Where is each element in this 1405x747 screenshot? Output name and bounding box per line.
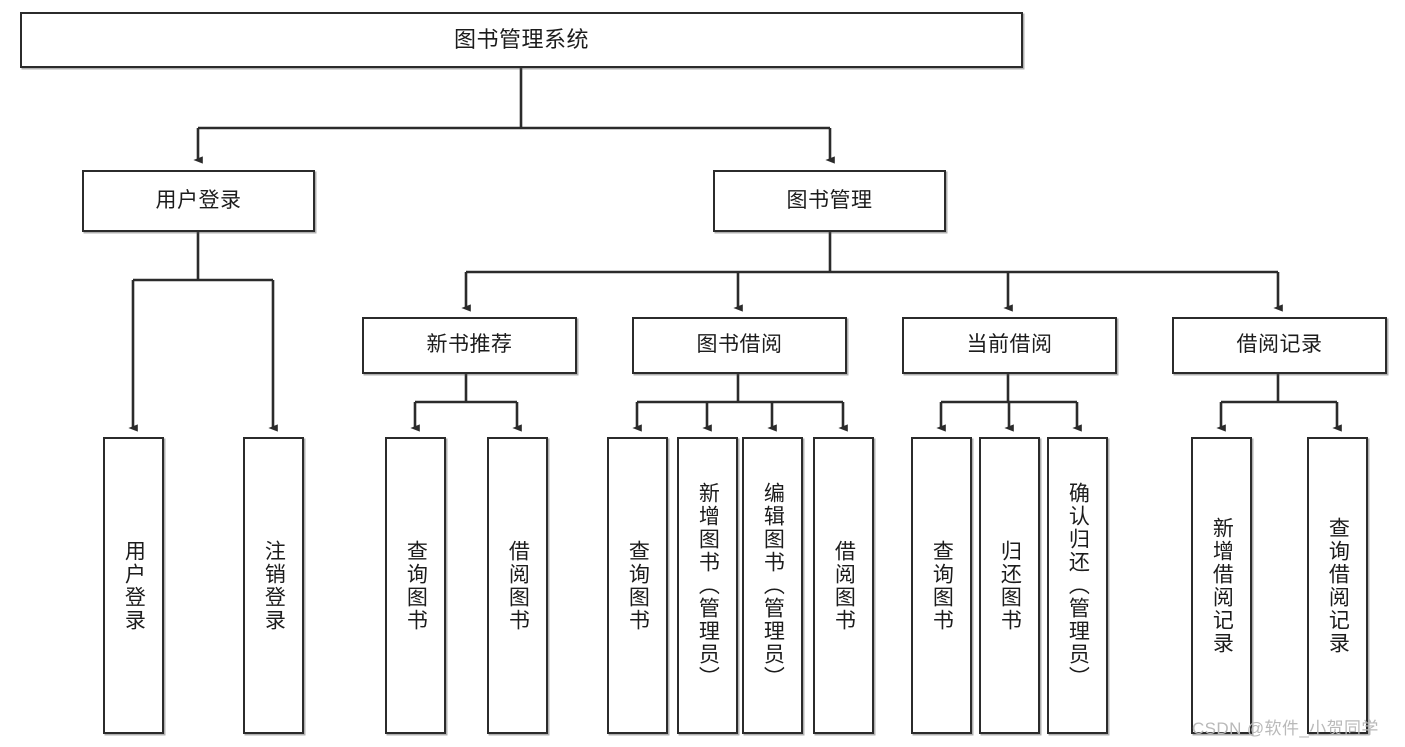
node-label: 查询图书 [404, 539, 428, 632]
node-leaf-borrow-book-2[interactable]: 借阅图书 [813, 437, 874, 734]
node-book-borrow[interactable]: 图书借阅 [632, 317, 847, 374]
node-leaf-query-book-2[interactable]: 查询图书 [607, 437, 668, 734]
node-label: 图书借阅 [696, 333, 783, 357]
node-borrow-record[interactable]: 借阅记录 [1172, 317, 1387, 374]
node-book-management-system[interactable]: 图书管理系统 [20, 12, 1023, 68]
node-user-login[interactable]: 用户登录 [82, 170, 315, 232]
node-leaf-query-record[interactable]: 查询借阅记录 [1307, 437, 1368, 734]
node-label: 确认归还（管理员） [1066, 482, 1090, 689]
node-leaf-query-book-1[interactable]: 查询图书 [385, 437, 446, 734]
node-label: 查询图书 [930, 539, 954, 632]
node-label: 用户登录 [122, 539, 146, 632]
node-leaf-borrow-book-1[interactable]: 借阅图书 [487, 437, 548, 734]
node-label: 当前借阅 [966, 333, 1053, 357]
node-label: 图书管理系统 [453, 27, 589, 53]
node-label: 借阅图书 [832, 539, 856, 632]
node-leaf-logout-login[interactable]: 注销登录 [243, 437, 304, 734]
node-leaf-edit-book[interactable]: 编辑图书（管理员） [742, 437, 803, 734]
node-label: 新书推荐 [426, 333, 513, 357]
watermark: CSDN @软件_小贺同学 [1192, 719, 1379, 738]
node-new-book-recommend[interactable]: 新书推荐 [362, 317, 577, 374]
node-label: 用户登录 [155, 188, 242, 212]
node-label: 编辑图书（管理员） [761, 482, 785, 689]
node-label: 借阅图书 [506, 539, 530, 632]
node-leaf-confirm-return[interactable]: 确认归还（管理员） [1047, 437, 1108, 734]
node-current-borrow[interactable]: 当前借阅 [902, 317, 1117, 374]
node-label: 归还图书 [998, 539, 1022, 632]
node-label: 借阅记录 [1236, 333, 1323, 357]
node-leaf-add-record[interactable]: 新增借阅记录 [1191, 437, 1252, 734]
node-leaf-return-book[interactable]: 归还图书 [979, 437, 1040, 734]
node-leaf-add-book[interactable]: 新增图书（管理员） [677, 437, 738, 734]
node-label: 新增借阅记录 [1210, 516, 1234, 655]
node-label: 注销登录 [262, 539, 286, 632]
node-label: 查询图书 [626, 539, 650, 632]
node-label: 图书管理 [786, 188, 873, 212]
node-leaf-user-login[interactable]: 用户登录 [103, 437, 164, 734]
node-label: 查询借阅记录 [1326, 516, 1350, 655]
node-leaf-query-book-3[interactable]: 查询图书 [911, 437, 972, 734]
node-book-management[interactable]: 图书管理 [713, 170, 946, 232]
node-label: 新增图书（管理员） [696, 482, 720, 689]
